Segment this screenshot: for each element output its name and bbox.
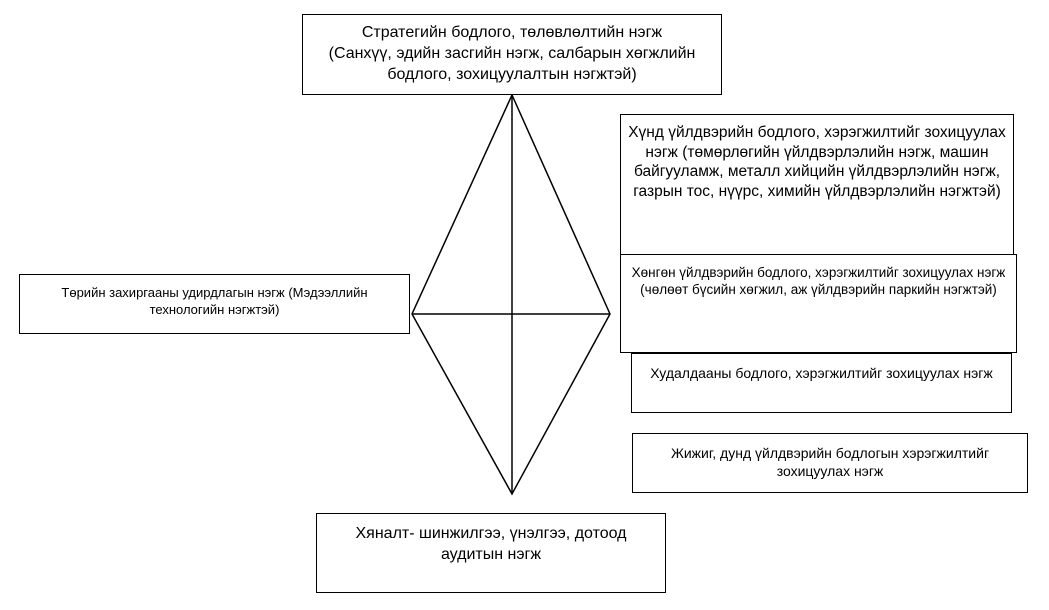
trade-unit-box: Худалдааны бодлого, хэрэгжилтийг зохицуу… — [631, 353, 1012, 413]
public-admin-unit-box: Төрийн захиргааны удирдлагын нэгж (Мэдээ… — [19, 274, 410, 334]
sme-unit-box: Жижиг, дунд үйлдвэрийн бодлогын хэрэгжил… — [632, 433, 1028, 493]
public-admin-unit-text: Төрийн захиргааны удирдлагын нэгж (Мэдээ… — [61, 285, 368, 317]
monitoring-unit-text: Хяналт- шинжилгээ, үнэлгээ, дотоод аудит… — [355, 525, 627, 563]
light-industry-unit-text: Хөнгөн үйлдвэрийн бодлого, хэрэгжилтийг … — [631, 265, 1006, 297]
trade-unit-text: Худалдааны бодлого, хэрэгжилтийг зохицуу… — [650, 365, 993, 381]
heavy-industry-unit-box: Хүнд үйлдвэрийн бодлого, хэрэгжилтийг зо… — [620, 114, 1014, 255]
light-industry-unit-box: Хөнгөн үйлдвэрийн бодлого, хэрэгжилтийг … — [620, 254, 1017, 353]
monitoring-unit-box: Хяналт- шинжилгээ, үнэлгээ, дотоод аудит… — [316, 513, 666, 593]
diamond-outline — [411, 93, 611, 496]
strategy-unit-text: Стратегийн бодлого, төлөвлөлтийн нэгж (С… — [328, 24, 696, 83]
heavy-industry-unit-text: Хүнд үйлдвэрийн бодлого, хэрэгжилтийг зо… — [628, 124, 1006, 201]
strategy-unit-box: Стратегийн бодлого, төлөвлөлтийн нэгж (С… — [302, 14, 722, 95]
sme-unit-text: Жижиг, дунд үйлдвэрийн бодлогын хэрэгжил… — [670, 445, 990, 480]
